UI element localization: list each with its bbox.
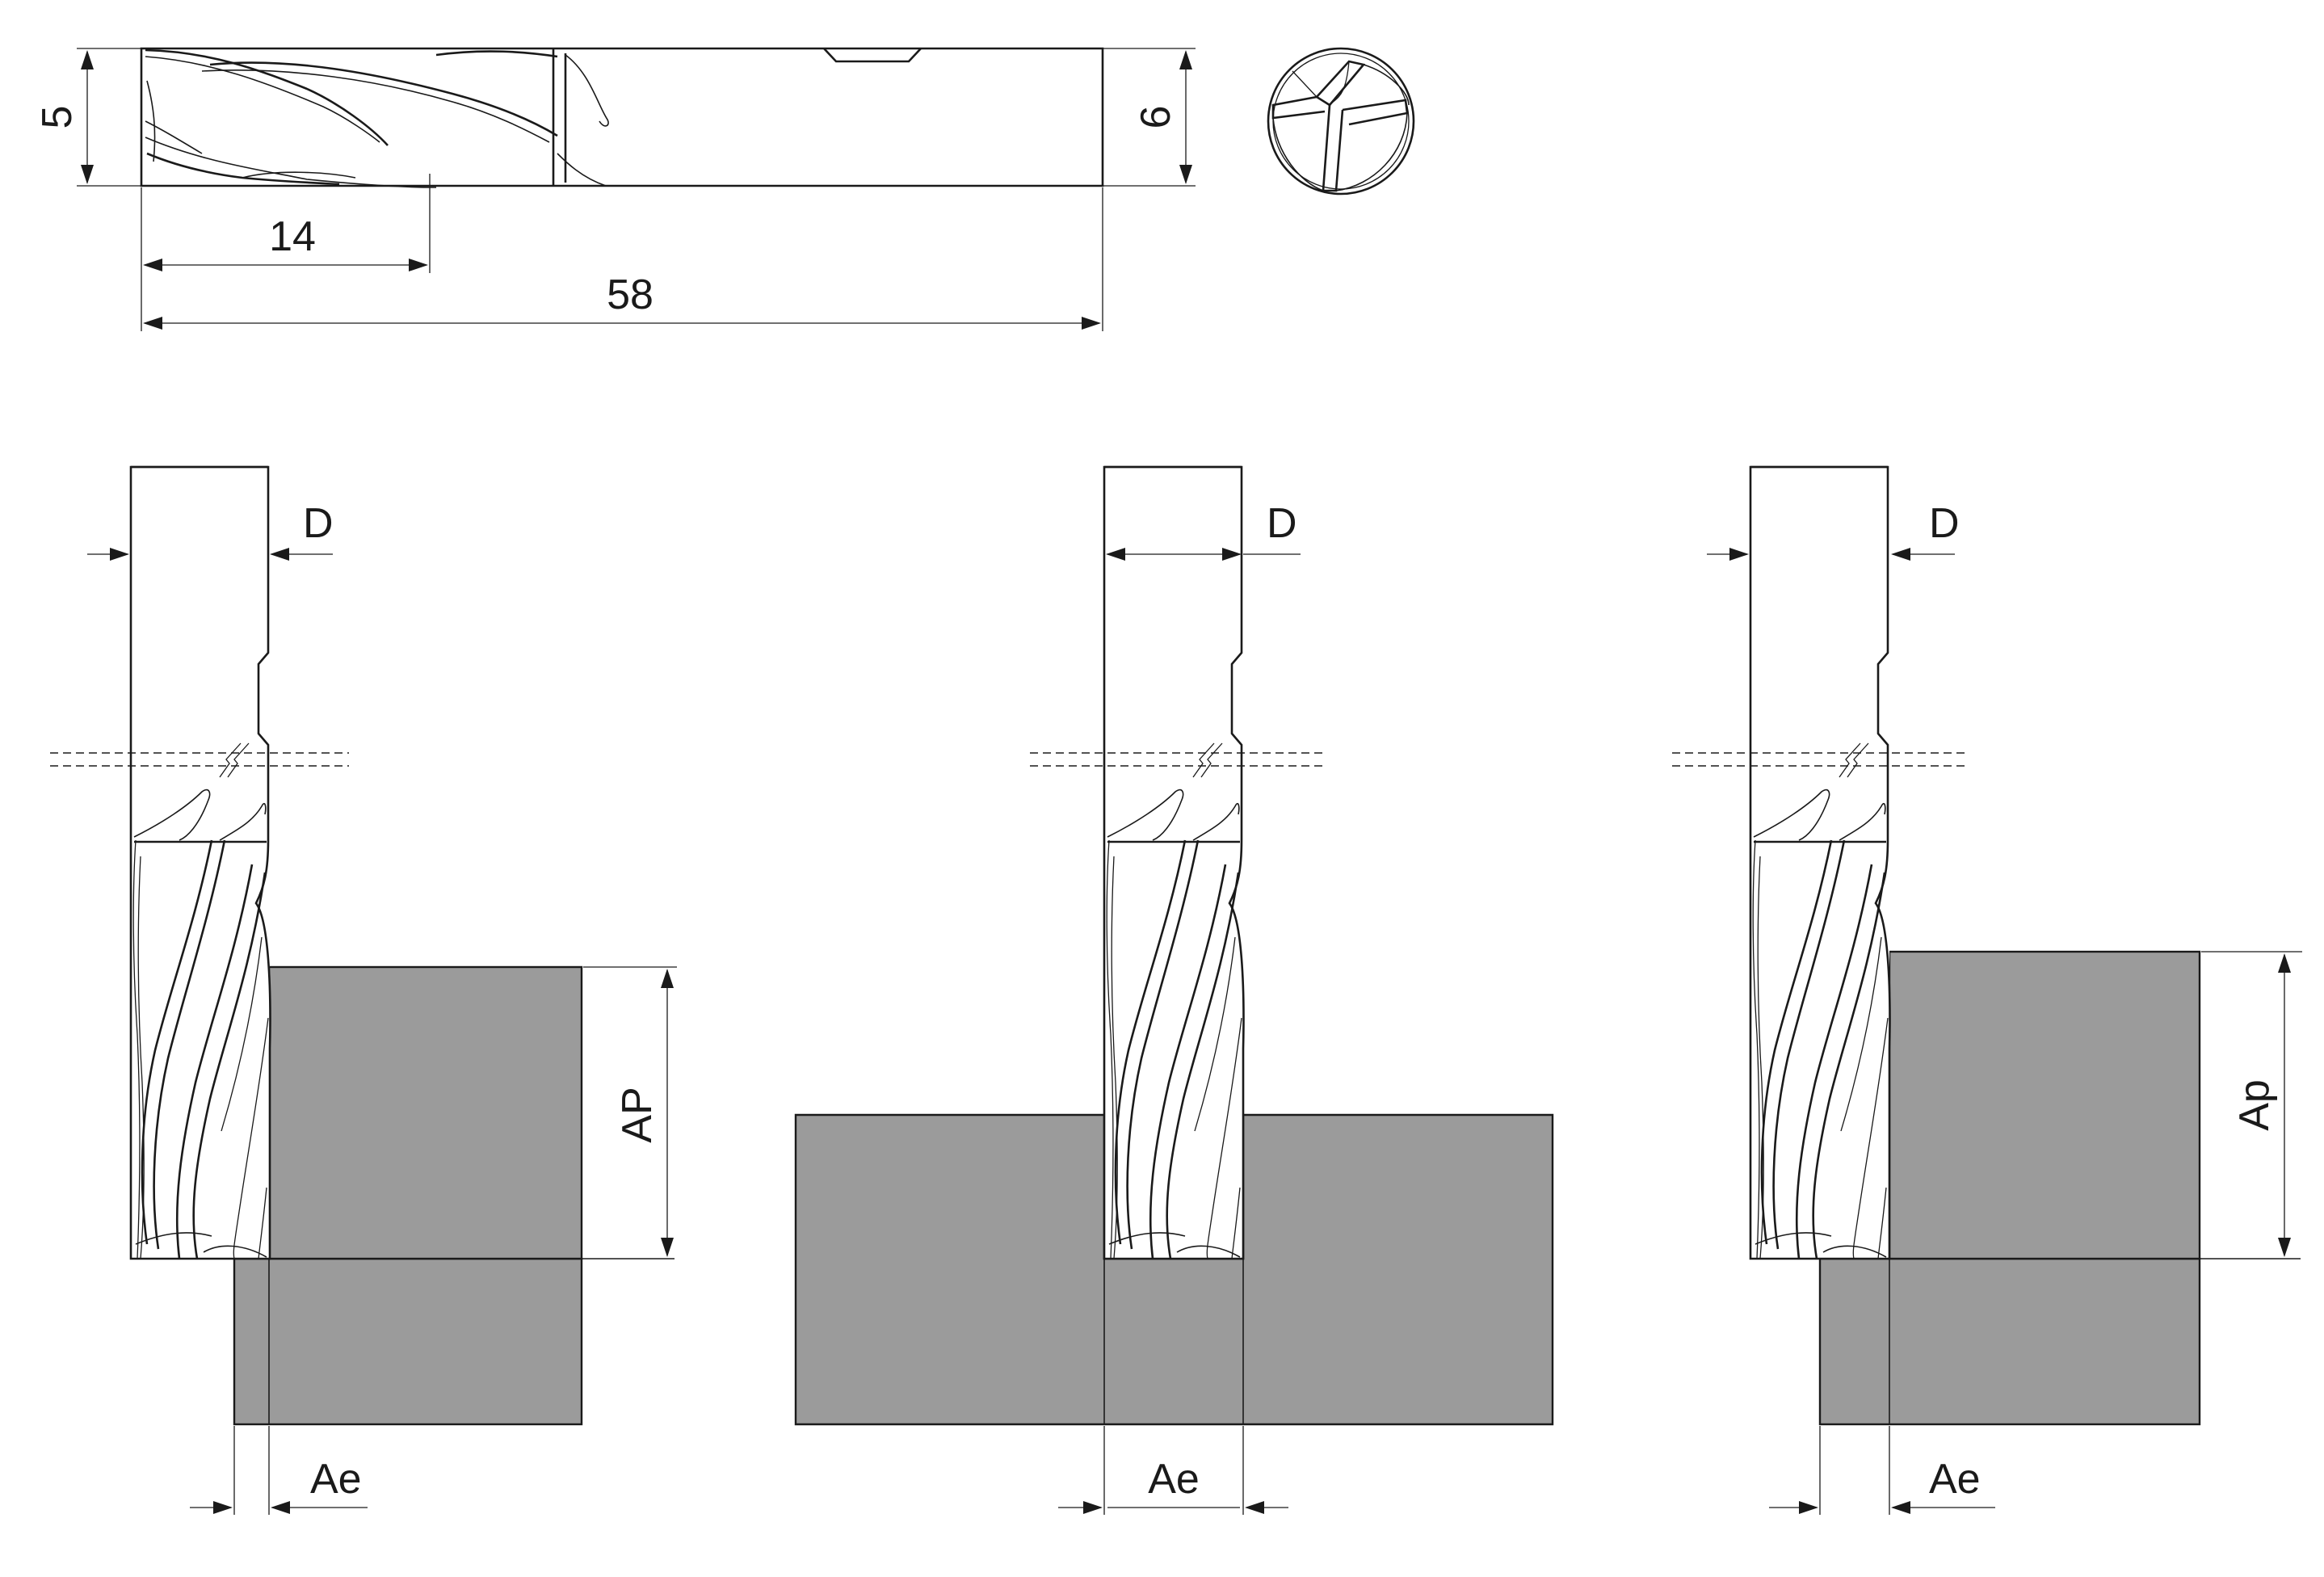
view1-dim-D: D <box>303 500 334 547</box>
view1-dim-Ae: Ae <box>310 1456 362 1503</box>
workpiece-lower-3 <box>1818 1257 2201 1426</box>
dim-14-label: 14 <box>269 213 316 260</box>
view3-dim-Ae: Ae <box>1929 1456 1981 1503</box>
view-3: D Ap Ae <box>1672 467 2302 1515</box>
workpiece-upper <box>267 965 583 1260</box>
endmill-3 <box>1750 467 1889 1259</box>
end-view <box>1267 47 1415 196</box>
view2-dim-D: D <box>1267 500 1297 547</box>
view3-dim-Ap: Ap <box>2231 1079 2278 1131</box>
endmill-1 <box>131 467 270 1259</box>
view-2: D Ae <box>794 467 1554 1515</box>
view1-dim-AP: AP <box>614 1087 661 1142</box>
top-tool-outline <box>140 47 1104 187</box>
dim-58-label: 58 <box>607 271 653 318</box>
view-1: D AP Ae <box>50 467 677 1515</box>
dim-5-label: 5 <box>34 106 81 129</box>
workpiece-upper-3 <box>1888 950 2201 1260</box>
shank-flat <box>823 48 922 63</box>
view2-dim-Ae: Ae <box>1148 1456 1200 1503</box>
top-view: 5 6 14 58 <box>34 47 1196 331</box>
workpiece-lower <box>233 1257 583 1426</box>
view3-dim-D: D <box>1929 500 1960 547</box>
endmill-2 <box>1104 467 1243 1259</box>
dim-6-label: 6 <box>1133 106 1179 129</box>
